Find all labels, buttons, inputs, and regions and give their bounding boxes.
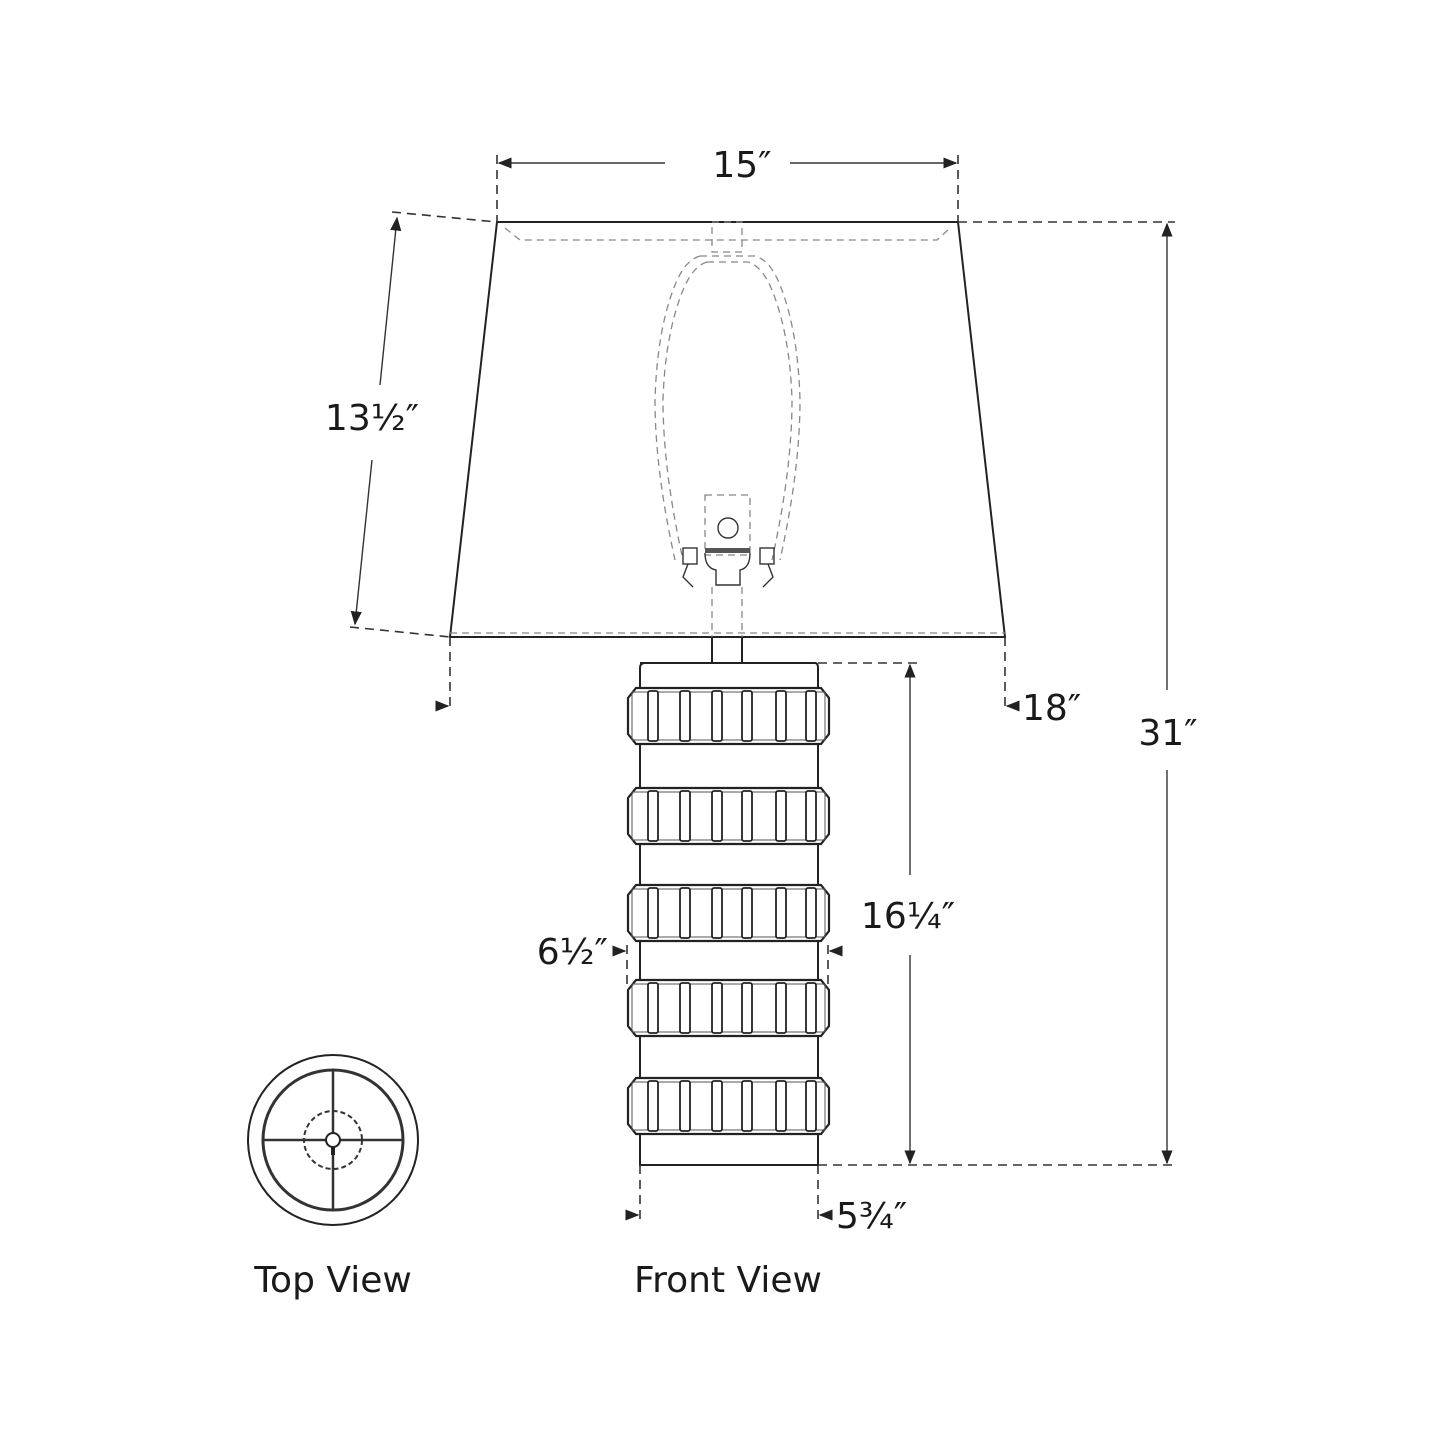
dim-label-5-75: 5¾″ bbox=[836, 1196, 907, 1237]
lamp-shade bbox=[448, 221, 1007, 638]
top-view-label: Top View bbox=[253, 1260, 412, 1301]
dim-base-height: 16¼″ bbox=[818, 662, 955, 1165]
lamp-base bbox=[639, 662, 819, 1166]
base-rings bbox=[626, 686, 831, 1136]
dim-shade-slant-height: 13½″ bbox=[325, 211, 498, 638]
dim-label-31: 31″ bbox=[1138, 713, 1197, 754]
dim-label-13-5: 13½″ bbox=[325, 398, 419, 439]
front-view-label: Front View bbox=[634, 1260, 822, 1301]
base-ring bbox=[626, 686, 831, 746]
dim-label-6-5: 6½″ bbox=[537, 932, 608, 973]
base-ring bbox=[626, 786, 831, 846]
dim-base-body-width: 5¾″ bbox=[625, 1165, 907, 1237]
base-ring bbox=[626, 883, 831, 943]
base-ring bbox=[626, 978, 831, 1038]
dim-shade-bottom-diameter: 18″ bbox=[435, 637, 1081, 729]
dim-shade-top-width: 15″ bbox=[496, 145, 959, 222]
top-view-drawing bbox=[247, 1054, 419, 1226]
base-ring bbox=[626, 1076, 831, 1136]
dim-label-15: 15″ bbox=[712, 145, 771, 186]
lamp-neck bbox=[711, 637, 743, 663]
lamp-harp-hidden bbox=[654, 221, 801, 637]
dim-overall-height: 31″ bbox=[818, 221, 1198, 1166]
dim-label-18: 18″ bbox=[1022, 688, 1081, 729]
dim-label-16-25: 16¼″ bbox=[861, 896, 955, 937]
dim-base-ring-width: 6½″ bbox=[537, 932, 843, 985]
